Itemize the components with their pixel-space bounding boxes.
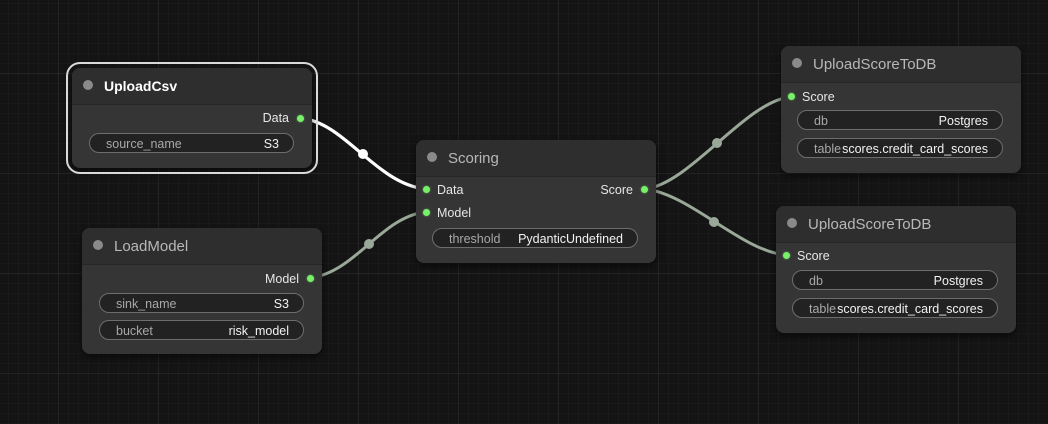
widget-value: S3 — [263, 137, 279, 151]
output-label-score: Score — [600, 183, 633, 197]
output-port-model[interactable] — [307, 275, 314, 282]
widget-sink-name[interactable]: sink_name S3 — [99, 293, 304, 313]
node-upload-csv[interactable]: UploadCsv Data source_name S3 — [66, 62, 318, 174]
widget-value: risk_model — [228, 324, 289, 338]
input-port-score[interactable] — [788, 93, 795, 100]
widget-source-name[interactable]: source_name S3 — [89, 133, 294, 153]
widget-name: db — [814, 114, 828, 128]
node-collapse-dot-icon[interactable] — [93, 240, 103, 250]
output-label-model: Model — [264, 272, 299, 286]
node-upload-score-to-db-2[interactable]: UploadScoreToDB Score db Postgres table … — [776, 206, 1016, 333]
node-header[interactable]: Scoring — [416, 140, 656, 177]
node-title: UploadScoreToDB — [813, 56, 937, 73]
input-label-score: Score — [802, 90, 835, 104]
node-collapse-dot-icon[interactable] — [787, 218, 797, 228]
input-label-model: Model — [437, 206, 472, 220]
node-collapse-dot-icon[interactable] — [83, 80, 93, 90]
output-port-data[interactable] — [297, 115, 304, 122]
input-label-data: Data — [437, 183, 464, 197]
input-port-data[interactable] — [423, 186, 430, 193]
node-title: Scoring — [448, 150, 499, 167]
widget-bucket[interactable]: bucket risk_model — [99, 320, 304, 340]
link-midpoint-handle[interactable] — [358, 149, 368, 159]
widget-value: PydanticUndefined — [518, 232, 623, 246]
widget-value: S3 — [273, 297, 289, 311]
widget-name: threshold — [449, 232, 501, 246]
widget-table[interactable]: table scores.credit_card_scores — [797, 138, 1003, 158]
output-label-data: Data — [262, 111, 289, 125]
node-header[interactable]: LoadModel — [82, 228, 322, 265]
node-header[interactable]: UploadScoreToDB — [781, 46, 1021, 83]
widget-db[interactable]: db Postgres — [792, 270, 998, 290]
node-collapse-dot-icon[interactable] — [792, 58, 802, 68]
widget-db[interactable]: db Postgres — [797, 110, 1003, 130]
node-collapse-dot-icon[interactable] — [427, 152, 437, 162]
node-title: LoadModel — [114, 238, 189, 255]
node-title: UploadScoreToDB — [808, 216, 932, 233]
widget-name: sink_name — [116, 297, 177, 311]
node-load-model[interactable]: LoadModel Model sink_name S3 bucket risk… — [82, 228, 322, 354]
widget-value: Postgres — [938, 114, 988, 128]
node-scoring[interactable]: Scoring Data Model Score threshold Pydan… — [416, 140, 656, 263]
widget-table[interactable]: table scores.credit_card_scores — [792, 298, 998, 318]
node-header[interactable]: UploadCsv — [72, 68, 312, 105]
link-midpoint-handle[interactable] — [709, 217, 719, 227]
widget-value: scores.credit_card_scores — [837, 302, 983, 316]
input-port-score[interactable] — [783, 252, 790, 259]
link-midpoint-handle[interactable] — [712, 138, 722, 148]
widget-name: bucket — [116, 324, 153, 338]
widget-value: Postgres — [933, 274, 983, 288]
node-title: UploadCsv — [104, 78, 178, 94]
output-port-score[interactable] — [641, 186, 648, 193]
node-header[interactable]: UploadScoreToDB — [776, 206, 1016, 243]
widget-name: source_name — [106, 137, 182, 151]
widget-threshold[interactable]: threshold PydanticUndefined — [432, 228, 638, 248]
widget-name: db — [809, 274, 823, 288]
input-label-score: Score — [797, 249, 830, 263]
widget-name: table — [814, 142, 842, 156]
widget-value: scores.credit_card_scores — [842, 142, 988, 156]
input-port-model[interactable] — [423, 209, 430, 216]
widget-name: table — [809, 302, 837, 316]
link-midpoint-handle[interactable] — [364, 239, 374, 249]
node-upload-score-to-db-1[interactable]: UploadScoreToDB Score db Postgres table … — [781, 46, 1021, 173]
